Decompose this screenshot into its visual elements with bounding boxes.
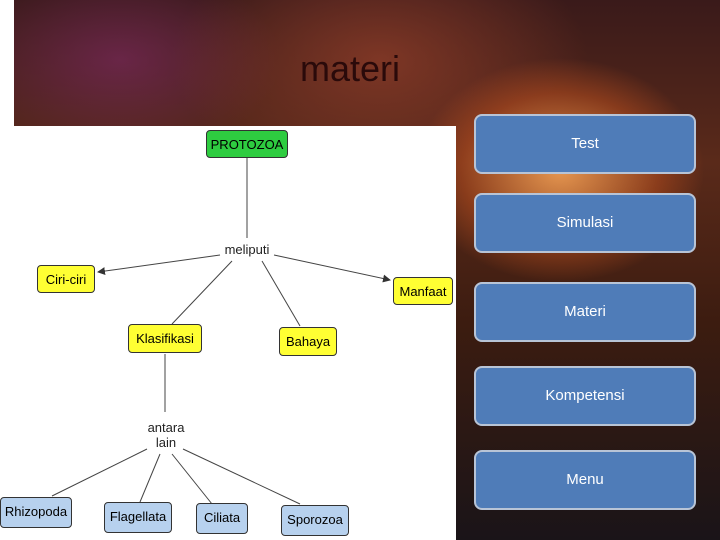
nav-materi-button[interactable]: Materi [474, 282, 696, 342]
node-manfaat: Manfaat [393, 277, 453, 305]
link-label-meliputi: meliputi [224, 242, 270, 257]
nav-simulasi-button[interactable]: Simulasi [474, 193, 696, 253]
link-label-antara-lain: antara lain [140, 420, 192, 450]
node-protozoa: PROTOZOA [206, 130, 288, 158]
slide-title: materi [300, 48, 401, 89]
node-ciliata: Ciliata [196, 503, 248, 534]
nav-kompetensi-button[interactable]: Kompetensi [474, 366, 696, 426]
nav-menu-button[interactable]: Menu [474, 450, 696, 510]
concept-map-panel [0, 126, 456, 540]
node-flagellata: Flagellata [104, 502, 172, 533]
link-label-line-2: lain [155, 435, 177, 450]
node-klasifikasi: Klasifikasi [128, 324, 202, 353]
node-bahaya: Bahaya [279, 327, 337, 356]
concept-map-connectors [51, 158, 391, 505]
node-ciri-ciri: Ciri-ciri [37, 265, 95, 293]
node-rhizopoda: Rhizopoda [0, 497, 72, 528]
node-sporozoa: Sporozoa [281, 505, 349, 536]
nav-test-button[interactable]: Test [474, 114, 696, 174]
link-label-line-1: antara [147, 420, 185, 435]
